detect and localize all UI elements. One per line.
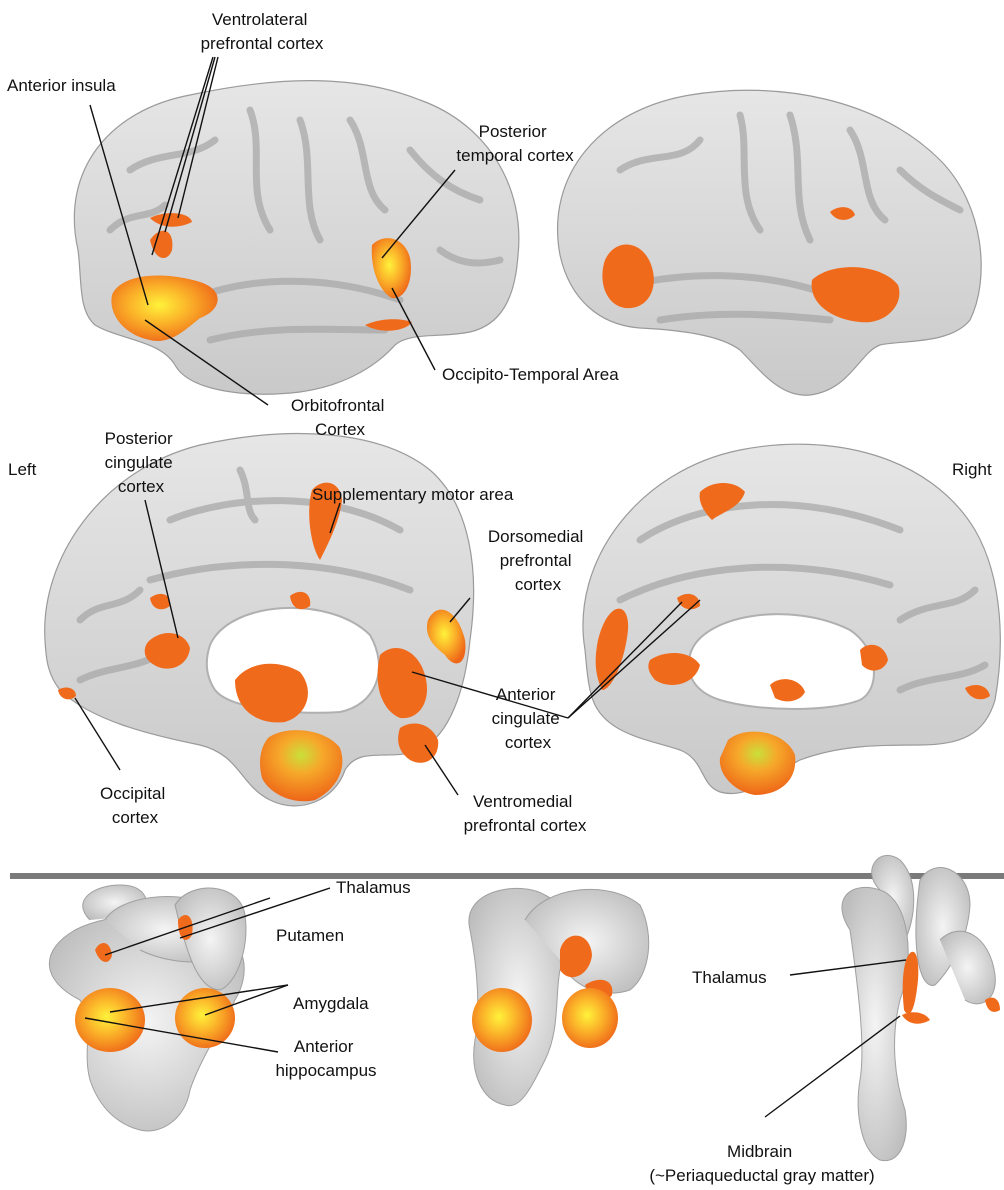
label-anterior-hippocampus: Anterior hippocampus (275, 1037, 376, 1080)
right-medial-brain (583, 444, 1000, 795)
label-occipital-cortex: Occipital cortex (100, 784, 170, 827)
label-thalamus-1: Thalamus (336, 878, 411, 897)
label-dorsomedial-prefrontal-cortex: Dorsomedial prefrontal cortex (488, 527, 588, 594)
label-amygdala: Amygdala (293, 994, 369, 1013)
label-thalamus-2: Thalamus (692, 968, 767, 987)
left-lateral-brain (74, 81, 519, 395)
label-right: Right (952, 460, 992, 479)
label-left: Left (8, 460, 37, 479)
label-midbrain: Midbrain (~Periaqueductal gray matter) (649, 1142, 874, 1185)
label-anterior-cingulate-cortex: Anterior cingulate cortex (492, 685, 565, 752)
section-divider (10, 873, 1004, 879)
label-anterior-insula: Anterior insula (7, 76, 116, 95)
label-occipito-temporal-area: Occipito-Temporal Area (442, 365, 619, 384)
label-putamen: Putamen (276, 926, 344, 945)
label-orbitofrontal-cortex: Orbitofrontal Cortex (291, 396, 389, 439)
subcortical-view-3 (842, 855, 1000, 1160)
subcortical-view-1 (49, 885, 246, 1131)
label-ventrolateral-prefrontal-cortex: Ventrolateral prefrontal cortex (201, 10, 324, 53)
label-ventromedial-prefrontal-cortex: Ventromedial prefrontal cortex (464, 792, 587, 835)
label-supplementary-motor-area: Supplementary motor area (312, 485, 514, 504)
right-lateral-brain (558, 90, 982, 395)
subcortical-view-2 (469, 888, 649, 1105)
